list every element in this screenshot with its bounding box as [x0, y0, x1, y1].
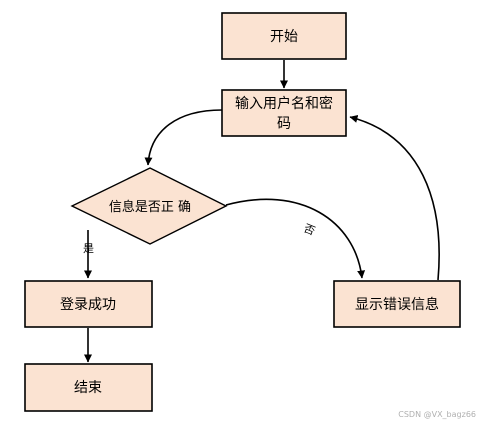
edge-error-to-input	[349, 115, 440, 281]
edge-label-no: 否	[302, 222, 317, 238]
node-error-label: 显示错误信息	[355, 296, 439, 313]
node-check: 信息是否正 确	[70, 167, 228, 245]
edge-input-to-check	[144, 109, 223, 166]
node-success: 登录成功	[24, 280, 153, 328]
node-end: 结束	[24, 363, 153, 412]
node-error: 显示错误信息	[333, 280, 461, 328]
node-success-label: 登录成功	[60, 297, 116, 313]
edge-label-yes: 是	[83, 242, 94, 255]
node-end-label: 结束	[74, 380, 102, 396]
node-input-label-line2: 码	[277, 116, 291, 132]
node-input: 输入用户名和密 码	[221, 89, 347, 137]
node-check-label: 信息是否正 确	[109, 199, 191, 215]
node-start-label: 开始	[270, 29, 298, 45]
node-input-label-line1: 输入用户名和密	[235, 95, 333, 112]
watermark-text: CSDN @VX_bagz66	[398, 410, 476, 419]
node-start: 开始	[221, 12, 347, 60]
edge-check-to-error	[225, 198, 366, 279]
